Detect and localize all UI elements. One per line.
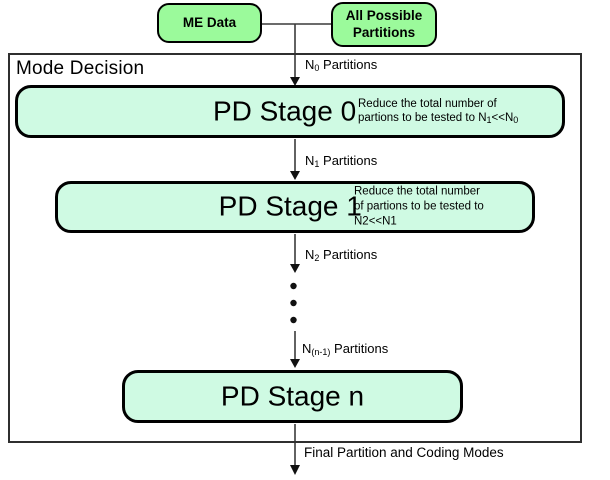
edge-label-rest: Partitions (319, 57, 378, 72)
note-line: partions to be tested to N (358, 112, 487, 125)
edge-label-n1-partitions: N1 Partitions (305, 153, 378, 169)
edge-label-subscript: 2 (314, 253, 320, 263)
edge-label-rest: Partitions (319, 247, 378, 262)
pd-stage-n-title: PD Stage n (220, 379, 365, 411)
note-line: N2<<N1 (354, 215, 397, 228)
arrowhead-to-stage0 (290, 77, 300, 86)
mode-decision-container: Mode Decision (8, 53, 582, 443)
me-data-label: ME Data (182, 14, 237, 30)
edge-label-n2-partitions: N2 Partitions (305, 247, 378, 263)
arrowhead-stage1-dots (290, 264, 300, 273)
all-possible-partitions-label: All Possible Partitions (345, 7, 423, 40)
note-line: <<N (491, 112, 514, 125)
arrowhead-final-output (290, 465, 300, 475)
edge-label-rest: Partitions (319, 153, 378, 168)
pd-stage-0-note: Reduce the total number of partions to b… (358, 97, 540, 127)
pd-stage-1-note: Reduce the total number of partions to b… (354, 185, 524, 230)
ellipsis-dot-3 (290, 316, 297, 324)
note-line: Reduce the total number of (358, 97, 497, 110)
arrowhead-dots-stagen (290, 359, 300, 368)
pd-stage-1-title: PD Stage 1 (218, 190, 362, 222)
edge-label-n-minus-1-partitions: N(n-1) Partitions (302, 341, 389, 357)
all-possible-partitions-node: All Possible Partitions (331, 2, 437, 47)
edge-label-base: N (305, 153, 315, 168)
edge-label-n0-partitions: N0 Partitions (305, 57, 378, 73)
note-line: of partions to be tested to (354, 200, 484, 213)
pd-stage-1-node: PD Stage 1 Reduce the total number of pa… (55, 181, 535, 233)
note-line: Reduce the total number (354, 185, 480, 198)
edge-label-base: N (302, 341, 312, 356)
ellipsis-dot-2 (290, 299, 297, 307)
edge-label-final-output: Final Partition and Coding Modes (304, 445, 504, 460)
ellipsis-dot-1 (290, 282, 297, 290)
edge-label-base: N (305, 247, 315, 262)
pd-stage-n-node: PD Stage n (122, 370, 463, 423)
edge-label-subscript: (n-1) (311, 347, 331, 357)
arrowhead-stage0-stage1 (290, 171, 300, 180)
edge-label-subscript: 0 (314, 63, 320, 73)
note-subscript: 0 (513, 115, 519, 126)
me-data-node: ME Data (157, 3, 262, 43)
note-subscript: 1 (486, 115, 492, 126)
pd-stage-0-node: PD Stage 0 Reduce the total number of pa… (15, 85, 565, 138)
mode-decision-label: Mode Decision (16, 58, 145, 79)
edge-label-rest: Partitions (330, 341, 389, 356)
edge-label-subscript: 1 (314, 159, 320, 169)
edge-label-base: N (305, 57, 315, 72)
pd-stage-0-title: PD Stage 0 (212, 94, 357, 126)
